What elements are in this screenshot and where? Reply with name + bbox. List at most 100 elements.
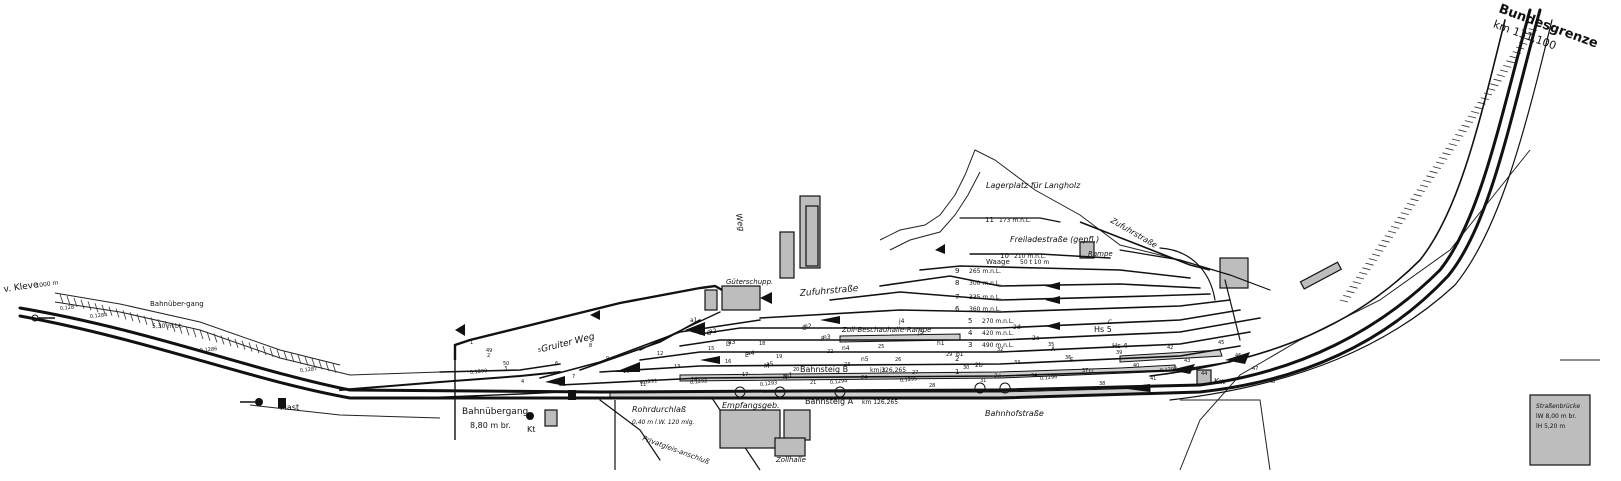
switch-number: 16 [725, 359, 731, 365]
kleve-curve-label: 1000 m [35, 279, 59, 289]
switch-number: 34 [1031, 373, 1037, 379]
hatch-tick [1400, 212, 1409, 215]
track-length: 173 m.n.L. [999, 217, 1031, 224]
switch-number: 13 [674, 364, 680, 370]
km-mark: 0,1294 [830, 378, 848, 386]
hatch-tick [73, 297, 78, 307]
hatch-tick [122, 310, 127, 320]
hatch-tick [1339, 299, 1349, 303]
switch-number: 18 [759, 341, 765, 347]
hatch-tick [1352, 281, 1361, 284]
hatch-tick [178, 324, 183, 334]
hatch-tick [1423, 180, 1432, 183]
switch-number: 46 [1235, 353, 1241, 359]
hatch-tick [1464, 120, 1473, 123]
level-crossing-top-label-2: 5,30 m bt. [152, 323, 183, 330]
km-mark: 0,1287 [300, 366, 318, 374]
switch-number: 14 [691, 377, 697, 383]
signal-label: j3 [879, 367, 886, 374]
hatch-tick [276, 349, 281, 359]
hatch-tick [1355, 276, 1365, 280]
signal-label: E [745, 352, 749, 359]
hatch-tick [129, 311, 134, 322]
hatch-tick [1429, 170, 1438, 174]
hatch-tick [241, 340, 246, 350]
hatch-tick [1448, 143, 1457, 146]
hatch-tick [1368, 258, 1377, 261]
signal-label: 2d [1013, 324, 1021, 331]
hatch-tick [255, 344, 260, 354]
access-road-right-label: Zufuhrstraße [1108, 215, 1159, 249]
hatch-tick [213, 333, 218, 343]
scale-label: Waage [986, 258, 1010, 266]
hatch-tick [1343, 295, 1352, 298]
free-loading-road-label: Freiladestraße (gepfl.) [1010, 235, 1099, 244]
property-boundary [54, 149, 1600, 471]
switch-number: 2 [487, 353, 490, 359]
switch-number: 21 [810, 380, 816, 386]
switch-number: 12 [657, 351, 663, 357]
switch-number: 36 [1065, 355, 1071, 361]
customs-building [774, 437, 806, 457]
signal-label: h1 [937, 340, 945, 347]
track-number: 1 [955, 368, 959, 376]
private-siding-label: Privatgleis-anschluß [641, 434, 711, 466]
hatch-tick [80, 299, 85, 309]
track-number: 3 [968, 341, 972, 349]
bridge-label: Straßenbrücke [1536, 403, 1580, 410]
hatch-tick [1419, 184, 1429, 188]
hatch-tick [108, 306, 113, 316]
track-number: 7 [955, 293, 959, 301]
switch-number: 3 [504, 366, 507, 372]
switch-number: 24 [861, 375, 867, 381]
path-1-label: Weg [734, 213, 746, 232]
customs-label: Zollhalle [775, 456, 806, 464]
signal-label: C [1108, 319, 1112, 326]
hatch-tick [248, 342, 253, 352]
hatch-tick [192, 328, 197, 338]
hatch-tick [227, 336, 232, 347]
signal-label: P [821, 336, 825, 343]
hatch-tick [59, 294, 64, 304]
hatch-tick [206, 331, 211, 341]
switch-number: 40 [1133, 363, 1139, 369]
switch-number: 41 [1150, 376, 1156, 382]
hatch-tick [87, 301, 92, 311]
level-crossing-label: Bahnübergang [462, 407, 528, 417]
hatch-tick [94, 303, 99, 313]
switch-labels: 1234567891011121314151617181920212223242… [470, 340, 1275, 389]
hatch-tick [1506, 60, 1515, 64]
signal-label: n4 [842, 345, 850, 352]
signal-label: j5 [917, 329, 924, 336]
hatch-tick [185, 326, 190, 336]
hatch-tick [1365, 262, 1374, 266]
signals [31, 314, 1011, 420]
scale-value-label: 50 t 10 m [1020, 259, 1049, 266]
hatch-tick [1349, 285, 1358, 289]
km-mark: 0,1296 [1040, 374, 1058, 382]
signal-label: B [707, 330, 711, 337]
track-number: 5 [968, 317, 972, 325]
hatch-tick [1416, 189, 1425, 192]
switch-number: 43 [1184, 358, 1190, 364]
hatch-tick [1442, 152, 1451, 156]
reception-label: Empfangsgeb. [722, 401, 780, 410]
signal-label: j4 [898, 318, 905, 325]
switch-number: 37 [1082, 368, 1088, 374]
switch-number: 23 [844, 362, 850, 368]
hatch-tick [283, 351, 288, 361]
km-mark: 0,1297 [1160, 366, 1178, 374]
hatch-tick [1439, 157, 1448, 160]
hatch-tick [262, 345, 267, 356]
hatch-tick [297, 354, 302, 365]
hatch-tick [1471, 111, 1480, 114]
hatch-tick [1378, 244, 1387, 248]
switch-number: 32 [997, 347, 1003, 353]
signal-label: M [764, 363, 769, 370]
hatch-tick [1445, 147, 1454, 151]
hs4-label: Hs 4 [1112, 342, 1128, 350]
boundary-hatching [59, 28, 1537, 374]
hatch-tick [1371, 253, 1381, 257]
culvert-label: Rohrdurchlaß [632, 405, 686, 414]
